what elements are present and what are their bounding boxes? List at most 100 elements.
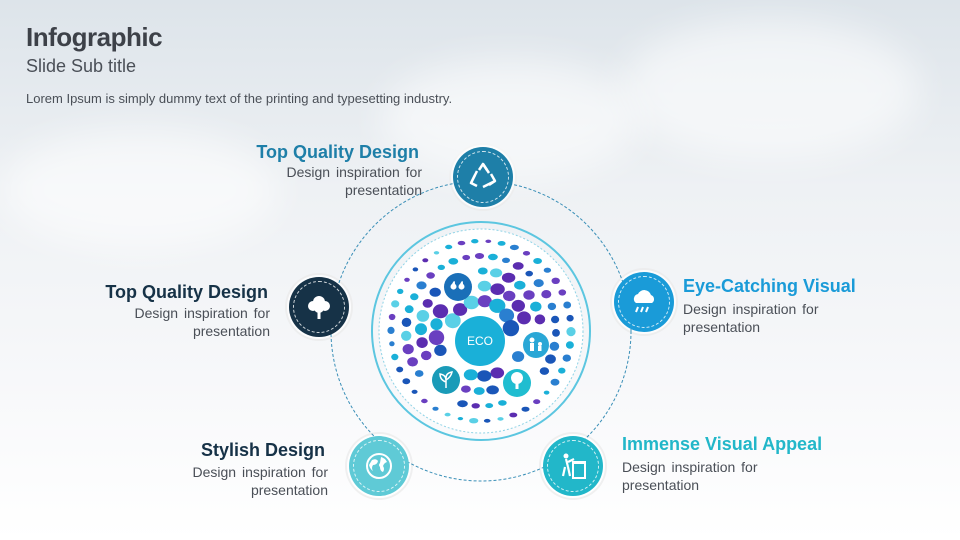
sphere-dot — [543, 390, 550, 395]
sphere-dot — [429, 287, 441, 297]
sphere-dot — [404, 277, 410, 282]
trash-bin-node — [539, 432, 607, 500]
sphere-dot — [397, 288, 404, 294]
sphere-dot — [389, 341, 395, 347]
tree-icon — [308, 296, 330, 319]
item-desc-line2: presentation — [683, 319, 761, 335]
sphere-dot — [488, 253, 498, 261]
rain-cloud-node — [610, 268, 678, 336]
slide-subtitle: Slide Sub title — [26, 56, 137, 76]
sphere-dot — [511, 299, 525, 312]
sphere-dot — [391, 353, 399, 361]
sphere-dot — [471, 239, 479, 244]
item-desc-line1: Design inspiration for — [134, 305, 270, 321]
sphere-dot — [509, 412, 518, 418]
sphere-dot — [511, 351, 525, 362]
sphere-dot — [530, 301, 542, 312]
background-cloud — [0, 130, 280, 250]
sphere-dot — [473, 387, 485, 395]
recycle-node — [449, 143, 517, 211]
sphere-dot — [416, 281, 427, 290]
sphere-dot — [485, 239, 492, 243]
sphere-dot — [499, 308, 515, 323]
sphere-dot — [414, 370, 424, 377]
sphere-dot — [562, 354, 571, 362]
sphere-dot — [437, 264, 445, 270]
sphere-dot — [533, 258, 542, 264]
sphere-dot — [497, 417, 504, 421]
sphere-dot — [539, 367, 550, 375]
sphere-dot — [497, 241, 506, 246]
sphere-dot — [521, 406, 530, 412]
item-desc-line1: Design inspiration for — [192, 464, 328, 480]
sphere-dot — [543, 267, 552, 273]
sphere-dot — [489, 298, 506, 313]
sphere-dot — [426, 272, 435, 279]
sphere-dot — [558, 367, 566, 374]
sphere-dot — [422, 258, 429, 263]
sphere-dot — [502, 320, 520, 337]
sphere-dot — [401, 330, 412, 341]
item-title: Top Quality Design — [256, 142, 419, 162]
slide-description: Lorem Ipsum is simply dummy text of the … — [26, 91, 453, 106]
sphere-dot — [407, 357, 418, 367]
globe-node — [345, 432, 413, 500]
family-bubble — [523, 332, 549, 358]
sphere-dot — [566, 327, 576, 337]
sphere-dot — [463, 295, 480, 310]
sphere-dot — [566, 314, 574, 322]
sphere-dot — [477, 280, 492, 292]
sphere-dot — [402, 378, 411, 385]
sphere-dot — [433, 251, 440, 255]
item-desc-line2: presentation — [250, 482, 328, 498]
sphere-dot — [503, 290, 516, 302]
sphere-dot — [501, 272, 516, 283]
sphere-dot — [387, 326, 395, 334]
sphere-dot — [402, 344, 414, 355]
sphere-dot — [432, 304, 449, 319]
item-desc-line1: Design inspiration for — [286, 164, 422, 180]
sphere-dot — [490, 283, 505, 296]
sphere-dot — [463, 369, 478, 381]
sphere-dot — [422, 299, 433, 308]
sphere-dot — [474, 253, 485, 259]
background-cloud — [620, 20, 920, 160]
sphere-dots — [387, 239, 576, 424]
globe-icon — [366, 453, 392, 479]
sphere-dot — [514, 280, 526, 290]
sphere-dot — [420, 350, 432, 361]
sphere-dot — [415, 323, 427, 336]
sphere-dot — [421, 398, 428, 404]
sphere-dot — [457, 400, 468, 408]
sphere-dot — [432, 406, 439, 411]
sphere-dot — [551, 315, 560, 324]
sphere-dot — [551, 277, 560, 284]
sphere-dot — [448, 258, 459, 265]
item-title: Immense Visual Appeal — [622, 434, 823, 454]
rain-cloud-icon — [633, 290, 655, 313]
sphere-dot — [522, 251, 531, 256]
sphere-dot — [410, 293, 419, 301]
sphere-dot — [401, 317, 412, 327]
sphere-dot — [490, 367, 505, 379]
item-desc-line2: presentation — [344, 182, 422, 198]
inner-ring-outer — [371, 221, 591, 441]
sphere-dot — [517, 311, 531, 325]
sphere-dot — [388, 313, 396, 321]
sphere-dot — [477, 267, 488, 275]
item-desc-line1: Design inspiration for — [622, 459, 758, 475]
tree-mini-icon — [511, 372, 523, 384]
sphere-dot — [444, 412, 451, 417]
sphere-dot — [565, 341, 574, 349]
sphere-dot — [461, 385, 471, 393]
water-drop-bubble — [444, 273, 472, 301]
sphere-dot — [541, 290, 552, 299]
recycle-icon — [469, 162, 497, 189]
sphere-dot — [453, 303, 468, 316]
sphere-dot — [396, 366, 404, 373]
sphere-dot — [457, 417, 464, 421]
sphere-dot — [469, 418, 479, 424]
sphere-dot — [547, 302, 557, 311]
sphere-dot — [434, 344, 447, 356]
